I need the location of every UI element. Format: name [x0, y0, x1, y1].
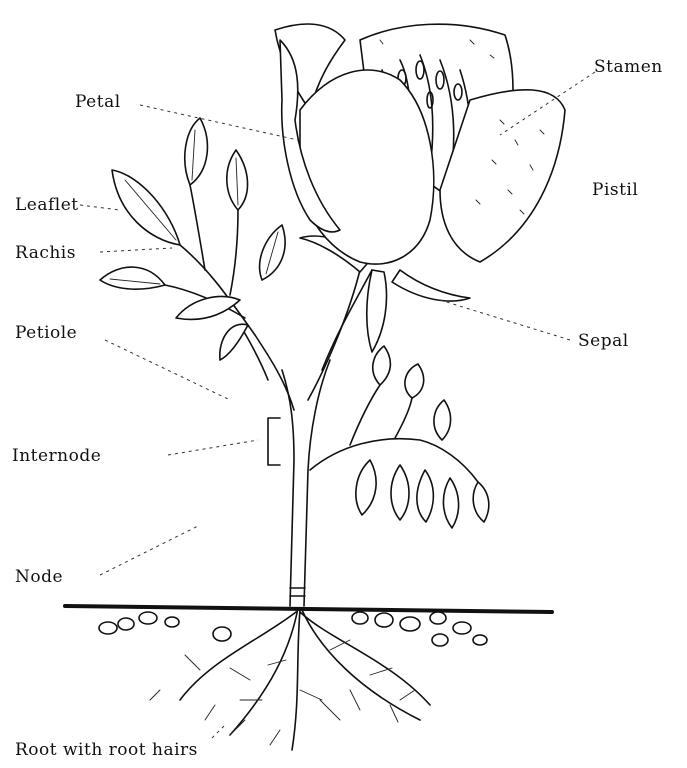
- roots: [150, 608, 430, 750]
- label-rachis: Rachis: [15, 243, 76, 263]
- leader-sepal: [440, 300, 570, 340]
- label-petiole: Petiole: [15, 323, 77, 343]
- leader-root: [212, 725, 225, 738]
- label-pistil: Pistil: [592, 180, 638, 200]
- leader-petal: [140, 105, 298, 140]
- label-internode: Internode: [12, 446, 101, 466]
- left-leaf: [100, 118, 285, 360]
- leader-rachis: [100, 248, 172, 252]
- internode-bracket: [268, 418, 280, 465]
- label-stamen: Stamen: [594, 57, 663, 77]
- leader-internode: [168, 440, 258, 455]
- label-root: Root with root hairs: [15, 740, 198, 760]
- label-leaflet: Leaflet: [15, 195, 79, 215]
- leader-petiole: [105, 340, 230, 400]
- label-petal: Petal: [75, 92, 121, 112]
- label-node: Node: [15, 567, 63, 587]
- right-leaf: [310, 346, 489, 528]
- flower: [275, 24, 565, 352]
- leader-leaflet: [80, 205, 120, 210]
- label-sepal: Sepal: [578, 331, 629, 351]
- soil-line: [65, 606, 552, 612]
- leader-node: [100, 525, 200, 575]
